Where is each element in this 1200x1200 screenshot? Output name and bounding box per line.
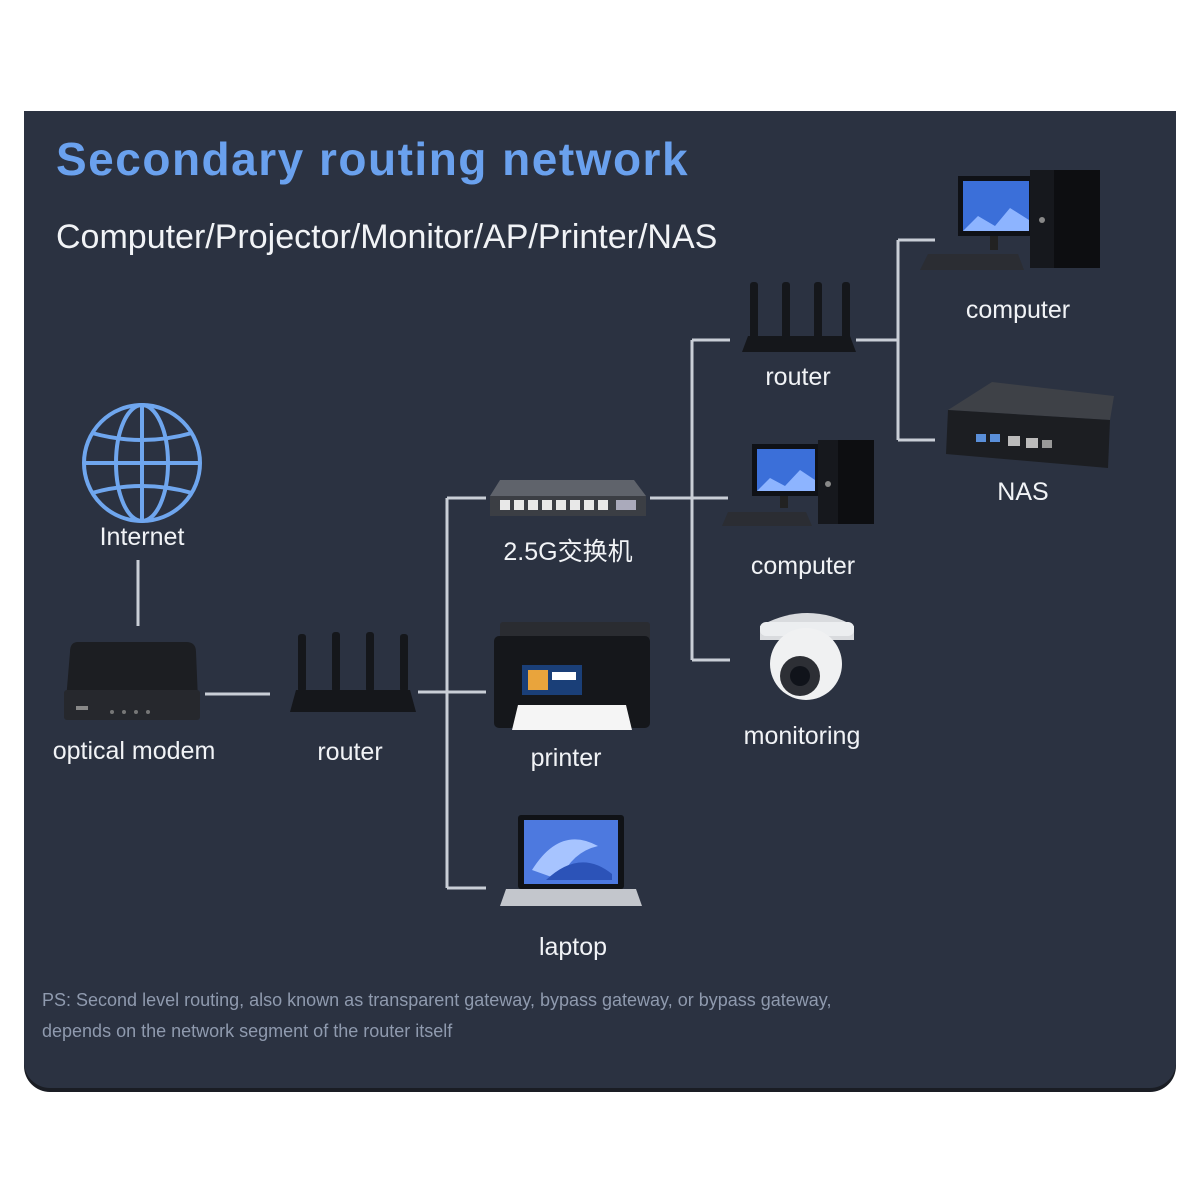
laptop-icon — [500, 815, 642, 906]
camera-icon — [760, 613, 854, 700]
globe-icon — [82, 403, 202, 523]
label-router-main: router — [317, 738, 383, 766]
connector-lines — [136, 238, 935, 890]
computer-mid-icon — [722, 440, 874, 526]
computer-top-icon — [920, 170, 1100, 270]
optical-modem-icon — [64, 642, 200, 720]
page-title: Secondary routing network — [56, 133, 690, 185]
label-optical-modem: optical modem — [52, 737, 216, 765]
label-router-secondary: router — [765, 363, 831, 391]
note-line-1: PS: Second level routing, also known as … — [42, 990, 832, 1010]
label-printer: printer — [530, 744, 602, 772]
note-line-2: depends on the network segment of the ro… — [42, 1021, 453, 1041]
label-computer-mid: computer — [750, 552, 856, 580]
label-internet: Internet — [99, 523, 185, 551]
nas-icon — [946, 382, 1114, 468]
page-subtitle: Computer/Projector/Monitor/AP/Printer/NA… — [56, 218, 718, 256]
label-switch: 2.5G交换机 — [503, 538, 633, 566]
label-nas: NAS — [997, 478, 1049, 506]
label-monitoring: monitoring — [743, 722, 861, 750]
printer-icon — [494, 622, 650, 730]
diagram-panel — [24, 111, 1176, 1088]
router-main-icon — [290, 632, 416, 712]
label-laptop: laptop — [538, 933, 608, 961]
router-secondary-icon — [742, 282, 856, 352]
switch-icon — [490, 480, 646, 516]
label-computer-top: computer — [965, 296, 1071, 324]
